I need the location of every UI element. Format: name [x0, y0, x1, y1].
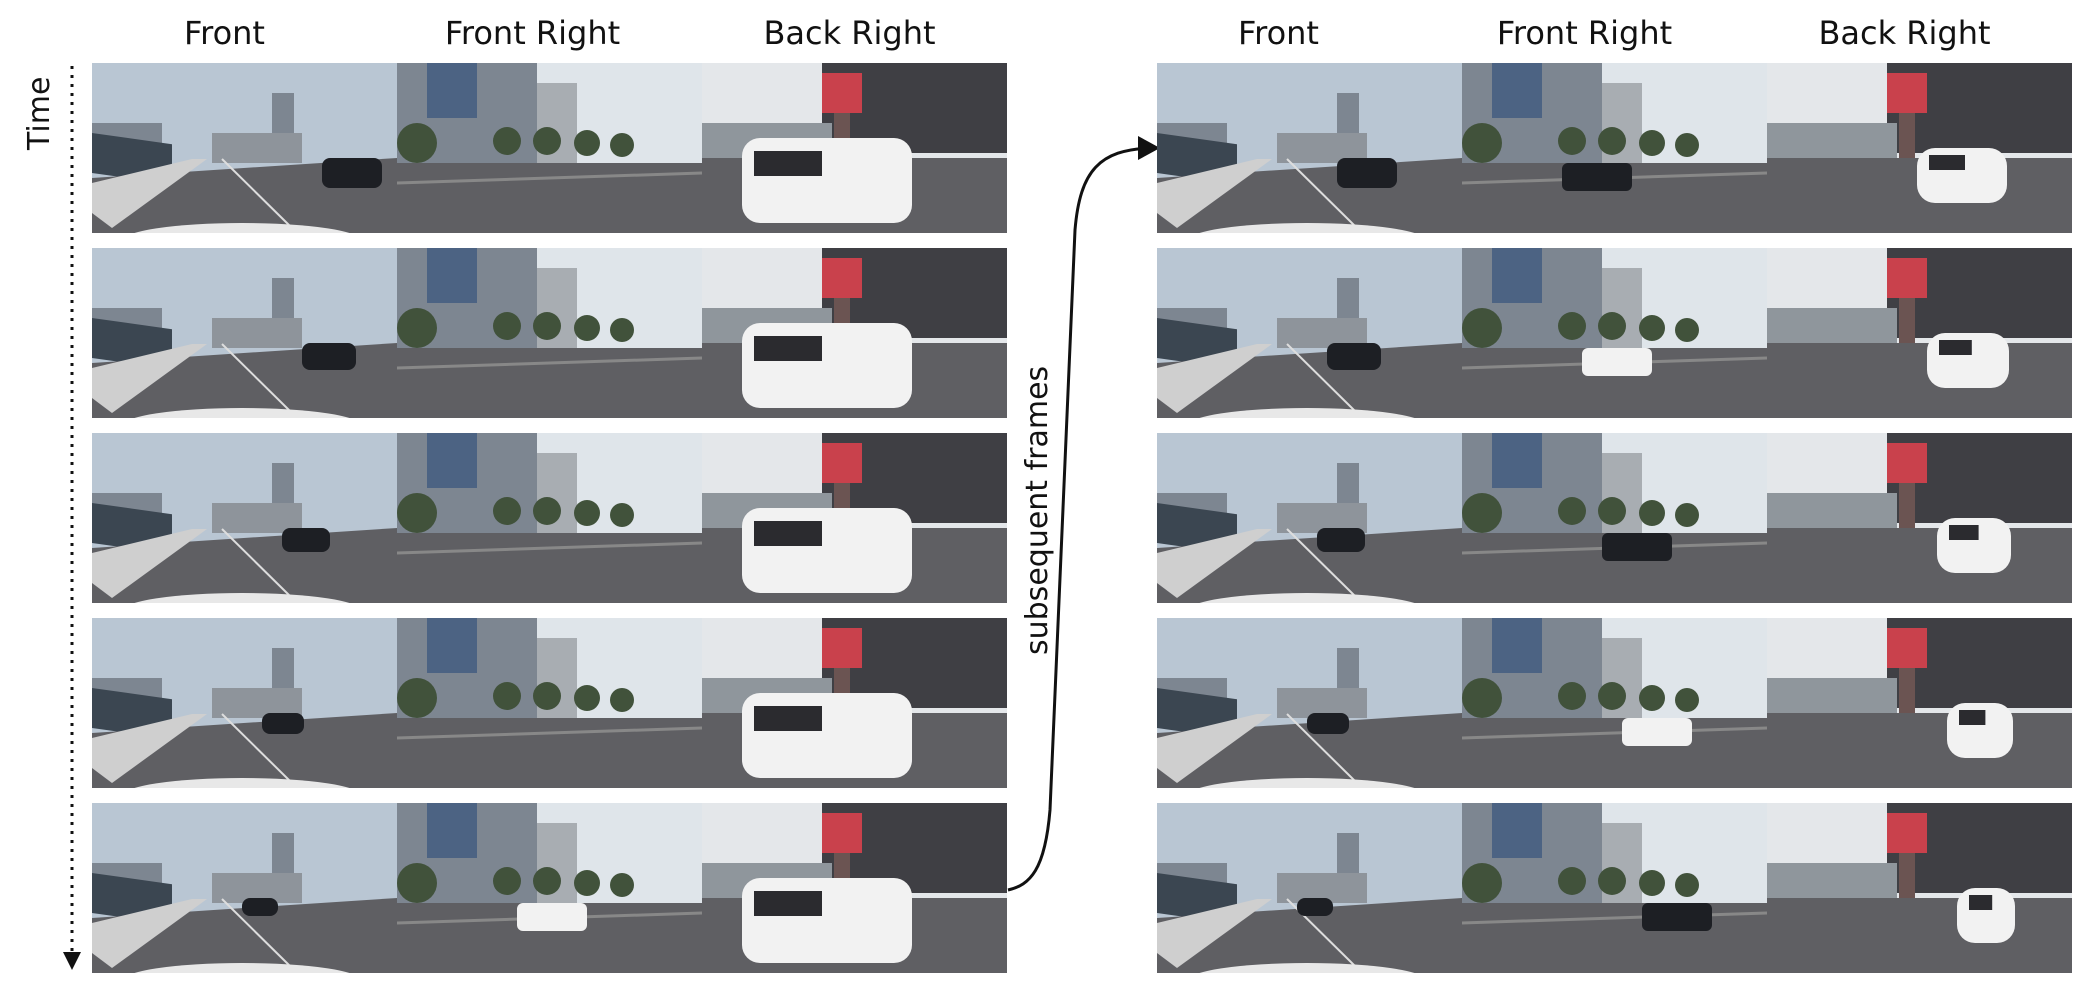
right-frame-row2-back-right	[1767, 248, 2072, 418]
right-frame-row1-front-right	[1462, 63, 1767, 233]
left-frame-row2-back-right	[702, 248, 1007, 418]
left-frame-row2-front-right	[397, 248, 702, 418]
left-frame-row5-back-right	[702, 803, 1007, 973]
left-frame-row4-front-right	[397, 618, 702, 788]
left-frame-row2-front	[92, 248, 397, 418]
right-frame-row4-front	[1157, 618, 1462, 788]
header-right-front: Front	[1238, 14, 1319, 52]
left-frame-row1-back-right	[702, 63, 1007, 233]
right-frame-row1-back-right	[1767, 63, 2072, 233]
left-frame-row3-front-right	[397, 433, 702, 603]
header-left-front-right: Front Right	[444, 14, 621, 52]
right-frame-row3-front-right	[1462, 433, 1767, 603]
subsequent-frames-label: subsequent frames	[1020, 365, 1055, 655]
left-frame-row3-back-right	[702, 433, 1007, 603]
right-frame-row1-front	[1157, 63, 1462, 233]
left-frame-row5-front	[92, 803, 397, 973]
header-right-front-right: Front Right	[1496, 14, 1673, 52]
left-frame-row1-front-right	[397, 63, 702, 233]
header-left-back-right: Back Right	[763, 14, 936, 52]
left-frame-row4-back-right	[702, 618, 1007, 788]
right-frame-row3-back-right	[1767, 433, 2072, 603]
left-frame-row5-front-right	[397, 803, 702, 973]
right-frame-row2-front	[1157, 248, 1462, 418]
left-frame-row3-front	[92, 433, 397, 603]
header-right-back-right: Back Right	[1818, 14, 1991, 52]
left-frame-row1-front	[92, 63, 397, 233]
header-left-front: Front	[184, 14, 265, 52]
right-frame-row5-front-right	[1462, 803, 1767, 973]
right-frame-row4-front-right	[1462, 618, 1767, 788]
right-frame-row5-back-right	[1767, 803, 2072, 973]
right-frame-row2-front-right	[1462, 248, 1767, 418]
right-frame-row4-back-right	[1767, 618, 2072, 788]
right-frame-row5-front	[1157, 803, 1462, 973]
left-frame-row4-front	[92, 618, 397, 788]
time-axis-arrow	[63, 66, 81, 970]
right-frame-row3-front	[1157, 433, 1462, 603]
